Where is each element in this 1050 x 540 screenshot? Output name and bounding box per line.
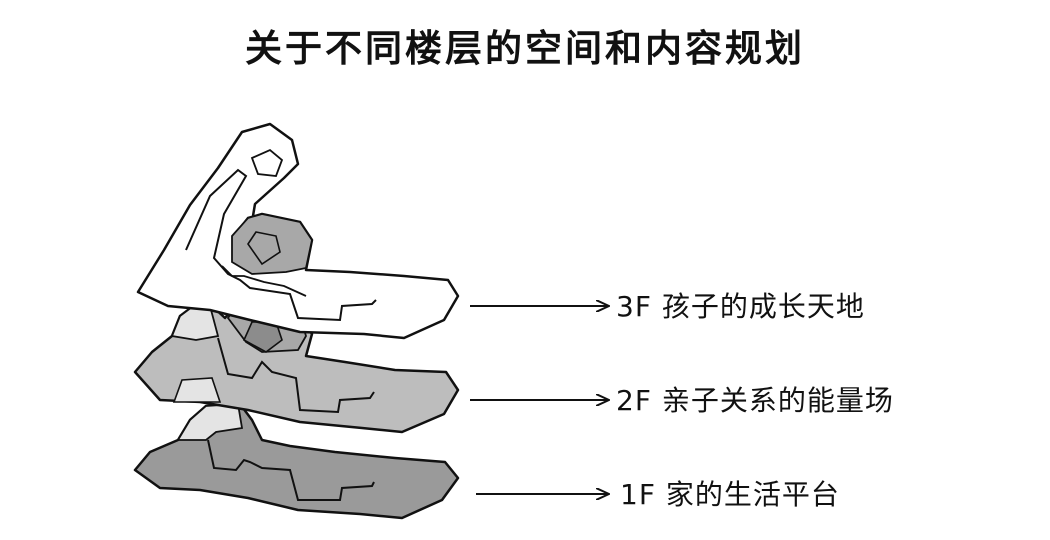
floor-2f-room-dark	[242, 321, 283, 353]
floor-label-2f: 2F 亲子关系的能量场	[616, 384, 894, 417]
floor-label-1f: 1F 家的生活平台	[620, 478, 840, 511]
floor-3f-corridor	[185, 168, 377, 322]
floor-3f-plan	[136, 122, 460, 340]
floor-3f-room-small	[250, 148, 284, 177]
floor-label-3f: 3F 孩子的成长天地	[616, 290, 865, 323]
floor-3f-corridor-inner	[221, 265, 307, 297]
floor-2f-corridor	[217, 337, 375, 414]
floor-2f-room-light-lower	[172, 377, 222, 403]
floor-1f-corridor	[207, 439, 375, 501]
floor-1f-plan	[133, 402, 460, 520]
page-title: 关于不同楼层的空间和内容规划	[245, 27, 805, 70]
floor-3f-room-grey-inner	[247, 231, 281, 266]
floor-1f-room-light	[176, 403, 244, 441]
